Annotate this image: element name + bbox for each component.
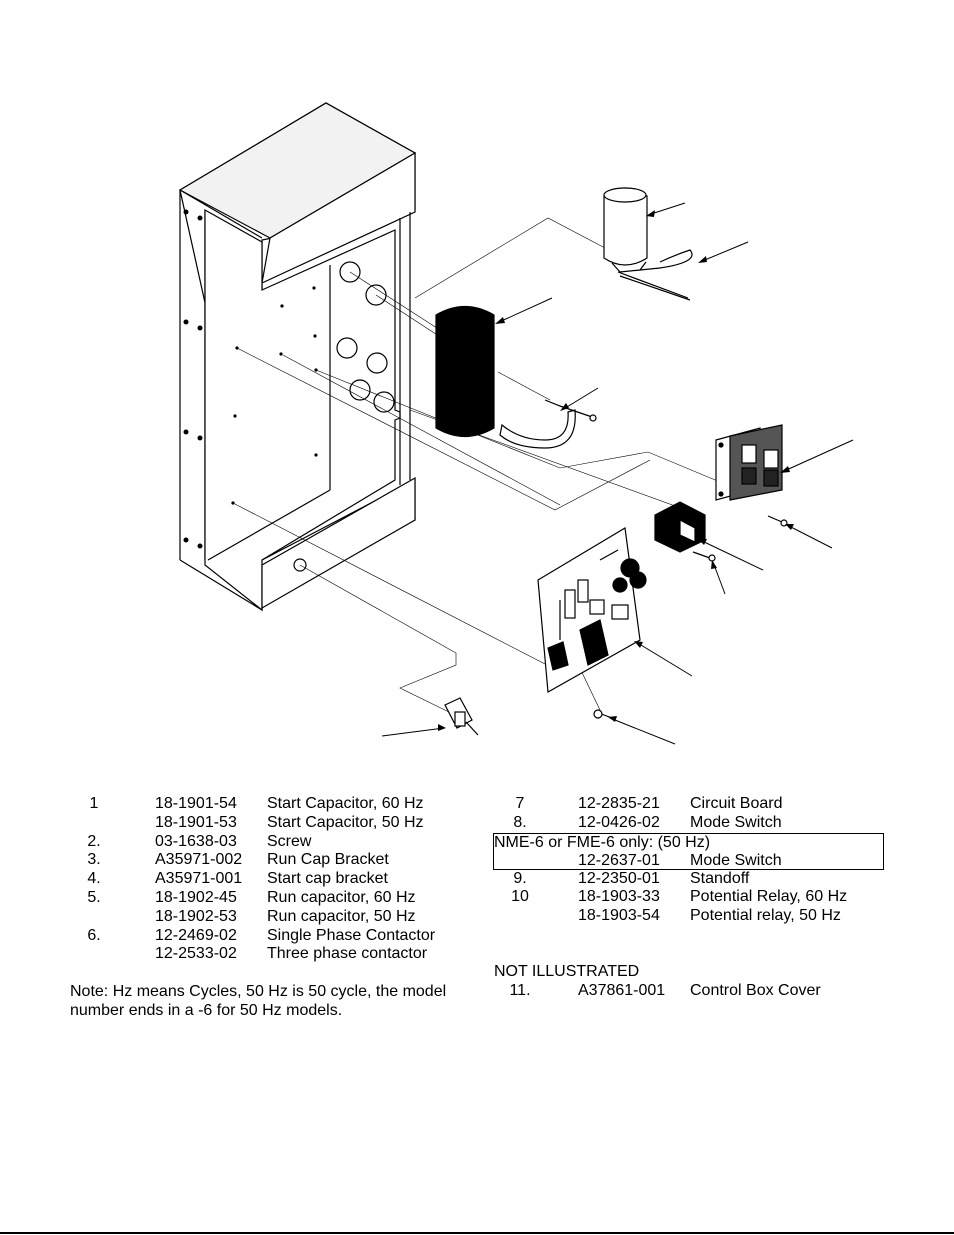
- parts-row: 18-1902-53 Run capacitor, 50 Hz: [72, 908, 472, 927]
- part-description: Potential Relay, 60 Hz: [690, 888, 848, 906]
- part-description: Start Capacitor, 50 Hz: [267, 813, 424, 831]
- part-number: A37861-001: [578, 981, 666, 999]
- part-number: 12-2637-01: [578, 851, 660, 869]
- part-number: 18-1903-54: [578, 907, 660, 925]
- run-capacitor: [435, 306, 495, 437]
- exploded-parts-diagram: [178, 102, 854, 745]
- part-number: 18-1902-45: [155, 888, 237, 906]
- part-number: A35971-001: [155, 870, 243, 888]
- parts-row: 7 12-2835-21 Circuit Board: [494, 795, 894, 814]
- part-number-index: 3.: [87, 851, 101, 869]
- circuit-board: [537, 527, 647, 719]
- part-number-index: 9.: [513, 869, 527, 887]
- part-number: 12-2469-02: [155, 926, 237, 944]
- parts-row: 5. 18-1902-45 Run capacitor, 60 Hz: [72, 889, 472, 908]
- part-number-index: 8.: [513, 813, 527, 831]
- parts-row: 6. 12-2469-02 Single Phase Contactor: [72, 927, 472, 946]
- hz-note: Note: Hz means Cycles, 50 Hz is 50 cycle…: [70, 983, 447, 1019]
- assembly-leader-lines: [232, 217, 721, 716]
- part-description: Standoff: [690, 869, 750, 887]
- parts-row: 4. A35971-001 Start cap bracket: [72, 870, 472, 889]
- parts-row: 18-1903-54 Potential relay, 50 Hz: [494, 907, 894, 926]
- run-cap-bracket: [499, 399, 597, 449]
- parts-row: 18-1901-53 Start Capacitor, 50 Hz: [72, 814, 472, 833]
- contactor: [715, 424, 788, 527]
- part-description: Three phase contactor: [267, 945, 428, 963]
- part-number-index: 7: [515, 795, 525, 812]
- not-illustrated-heading: NOT ILLUSTRATED: [494, 963, 894, 982]
- part-description: Start cap bracket: [267, 870, 388, 888]
- parts-row: 10 18-1903-33 Potential Relay, 60 Hz: [494, 888, 894, 907]
- start-capacitor-top: [603, 187, 693, 301]
- parts-row: 12-2533-02 Three phase contactor: [72, 945, 472, 964]
- part-number: 12-2835-21: [578, 795, 660, 812]
- parts-list-left: 1 18-1901-54 Start Capacitor, 60 Hz 18-1901…: [72, 795, 472, 964]
- part-description: Control Box Cover: [690, 981, 821, 999]
- part-description: Mode Switch: [690, 813, 782, 831]
- mode-switch: [444, 697, 479, 736]
- part-number-index: 4.: [87, 870, 101, 888]
- part-description: Run capacitor, 50 Hz: [267, 907, 416, 925]
- control-box-enclosure: [178, 102, 417, 612]
- part-number-index: 11.: [509, 981, 531, 999]
- part-description: Potential relay, 50 Hz: [690, 907, 841, 925]
- part-number: 12-2533-02: [155, 945, 237, 963]
- parts-row: 1 18-1901-54 Start Capacitor, 60 Hz: [72, 795, 472, 814]
- part-description: Run capacitor, 60 Hz: [267, 888, 416, 906]
- part-number-index: 2.: [87, 832, 101, 850]
- part-description: Circuit Board: [690, 795, 783, 812]
- part-number: 18-1902-53: [155, 907, 237, 925]
- spacer: [494, 926, 894, 963]
- part-number-index: 1: [89, 795, 99, 812]
- part-number: 18-1901-54: [155, 795, 237, 812]
- boxed-50hz-section: NME-6 or FME-6 only: (50 Hz) 12-2637-01 …: [493, 832, 884, 871]
- part-number-index: 10: [511, 888, 529, 906]
- part-number-index: 5.: [87, 888, 101, 906]
- part-description: Run Cap Bracket: [267, 851, 389, 869]
- part-number-index: 6.: [87, 926, 101, 944]
- part-number: 12-0426-02: [578, 813, 660, 831]
- callout-arrows: [381, 202, 854, 745]
- part-description: Screw: [267, 832, 312, 850]
- parts-row: 9. 12-2350-01 Standoff: [494, 870, 894, 889]
- part-number: 18-1901-53: [155, 813, 237, 831]
- parts-row: 12-2637-01 Mode Switch: [494, 852, 883, 871]
- part-number: 03-1638-03: [155, 832, 237, 850]
- parts-row: 8. 12-0426-02 Mode Switch: [494, 814, 894, 833]
- part-number: 12-2350-01: [578, 869, 660, 887]
- part-number: A35971-002: [155, 851, 243, 869]
- not-illustrated-label: NOT ILLUSTRATED: [494, 962, 640, 980]
- part-number: 18-1903-33: [578, 888, 660, 906]
- boxed-section-title: NME-6 or FME-6 only: (50 Hz): [494, 833, 711, 851]
- enclosure-mounting-holes: [183, 209, 318, 549]
- potential-relay: [654, 501, 716, 562]
- part-description: Mode Switch: [690, 851, 782, 869]
- parts-row: 2. 03-1638-03 Screw: [72, 833, 472, 852]
- parts-row: 3. A35971-002 Run Cap Bracket: [72, 851, 472, 870]
- parts-row: 11. A37861-001 Control Box Cover: [494, 982, 894, 1001]
- part-description: Start Capacitor, 60 Hz: [267, 795, 424, 812]
- part-description: Single Phase Contactor: [267, 926, 436, 944]
- footer-rule: [0, 1232, 954, 1234]
